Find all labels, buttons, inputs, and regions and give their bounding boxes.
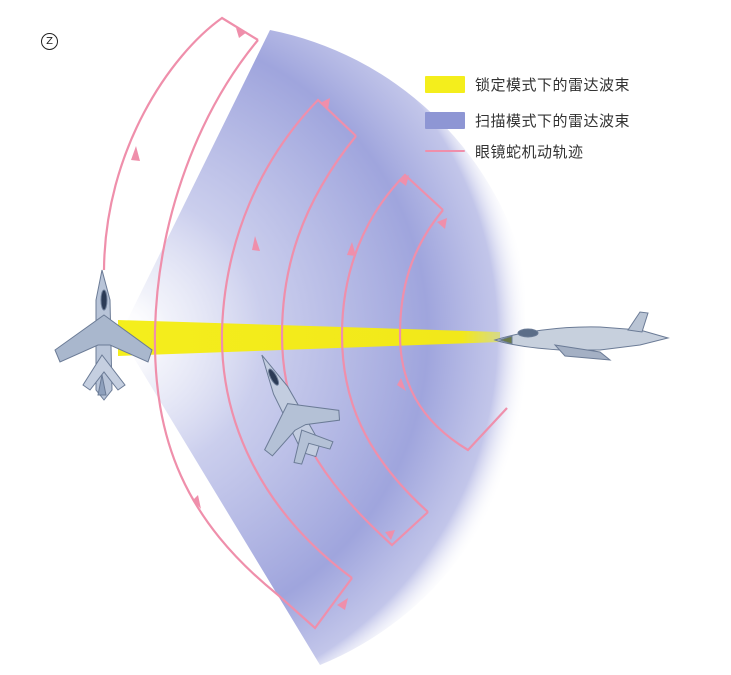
aircraft-right xyxy=(493,311,670,361)
legend-item-trajectory: 眼镜蛇机动轨迹 xyxy=(425,138,630,164)
lock-beam xyxy=(118,320,500,356)
legend-label: 扫描模式下的雷达波束 xyxy=(475,111,631,130)
aircraft-left xyxy=(54,269,153,401)
legend-label: 眼镜蛇机动轨迹 xyxy=(475,142,584,161)
cobra-trajectory xyxy=(102,16,508,630)
legend: 锁定模式下的雷达波束 扫描模式下的雷达波束 眼镜蛇机动轨迹 xyxy=(425,66,630,164)
legend-label: 锁定模式下的雷达波束 xyxy=(475,75,631,94)
legend-swatch-scan xyxy=(425,111,465,129)
aircraft-middle xyxy=(261,354,341,465)
figure-label: Z xyxy=(41,33,58,50)
legend-swatch-lock xyxy=(425,75,465,93)
legend-item-scan-beam: 扫描模式下的雷达波束 xyxy=(425,102,630,138)
legend-swatch-trajectory xyxy=(425,150,465,152)
legend-item-lock-beam: 锁定模式下的雷达波束 xyxy=(425,66,630,102)
